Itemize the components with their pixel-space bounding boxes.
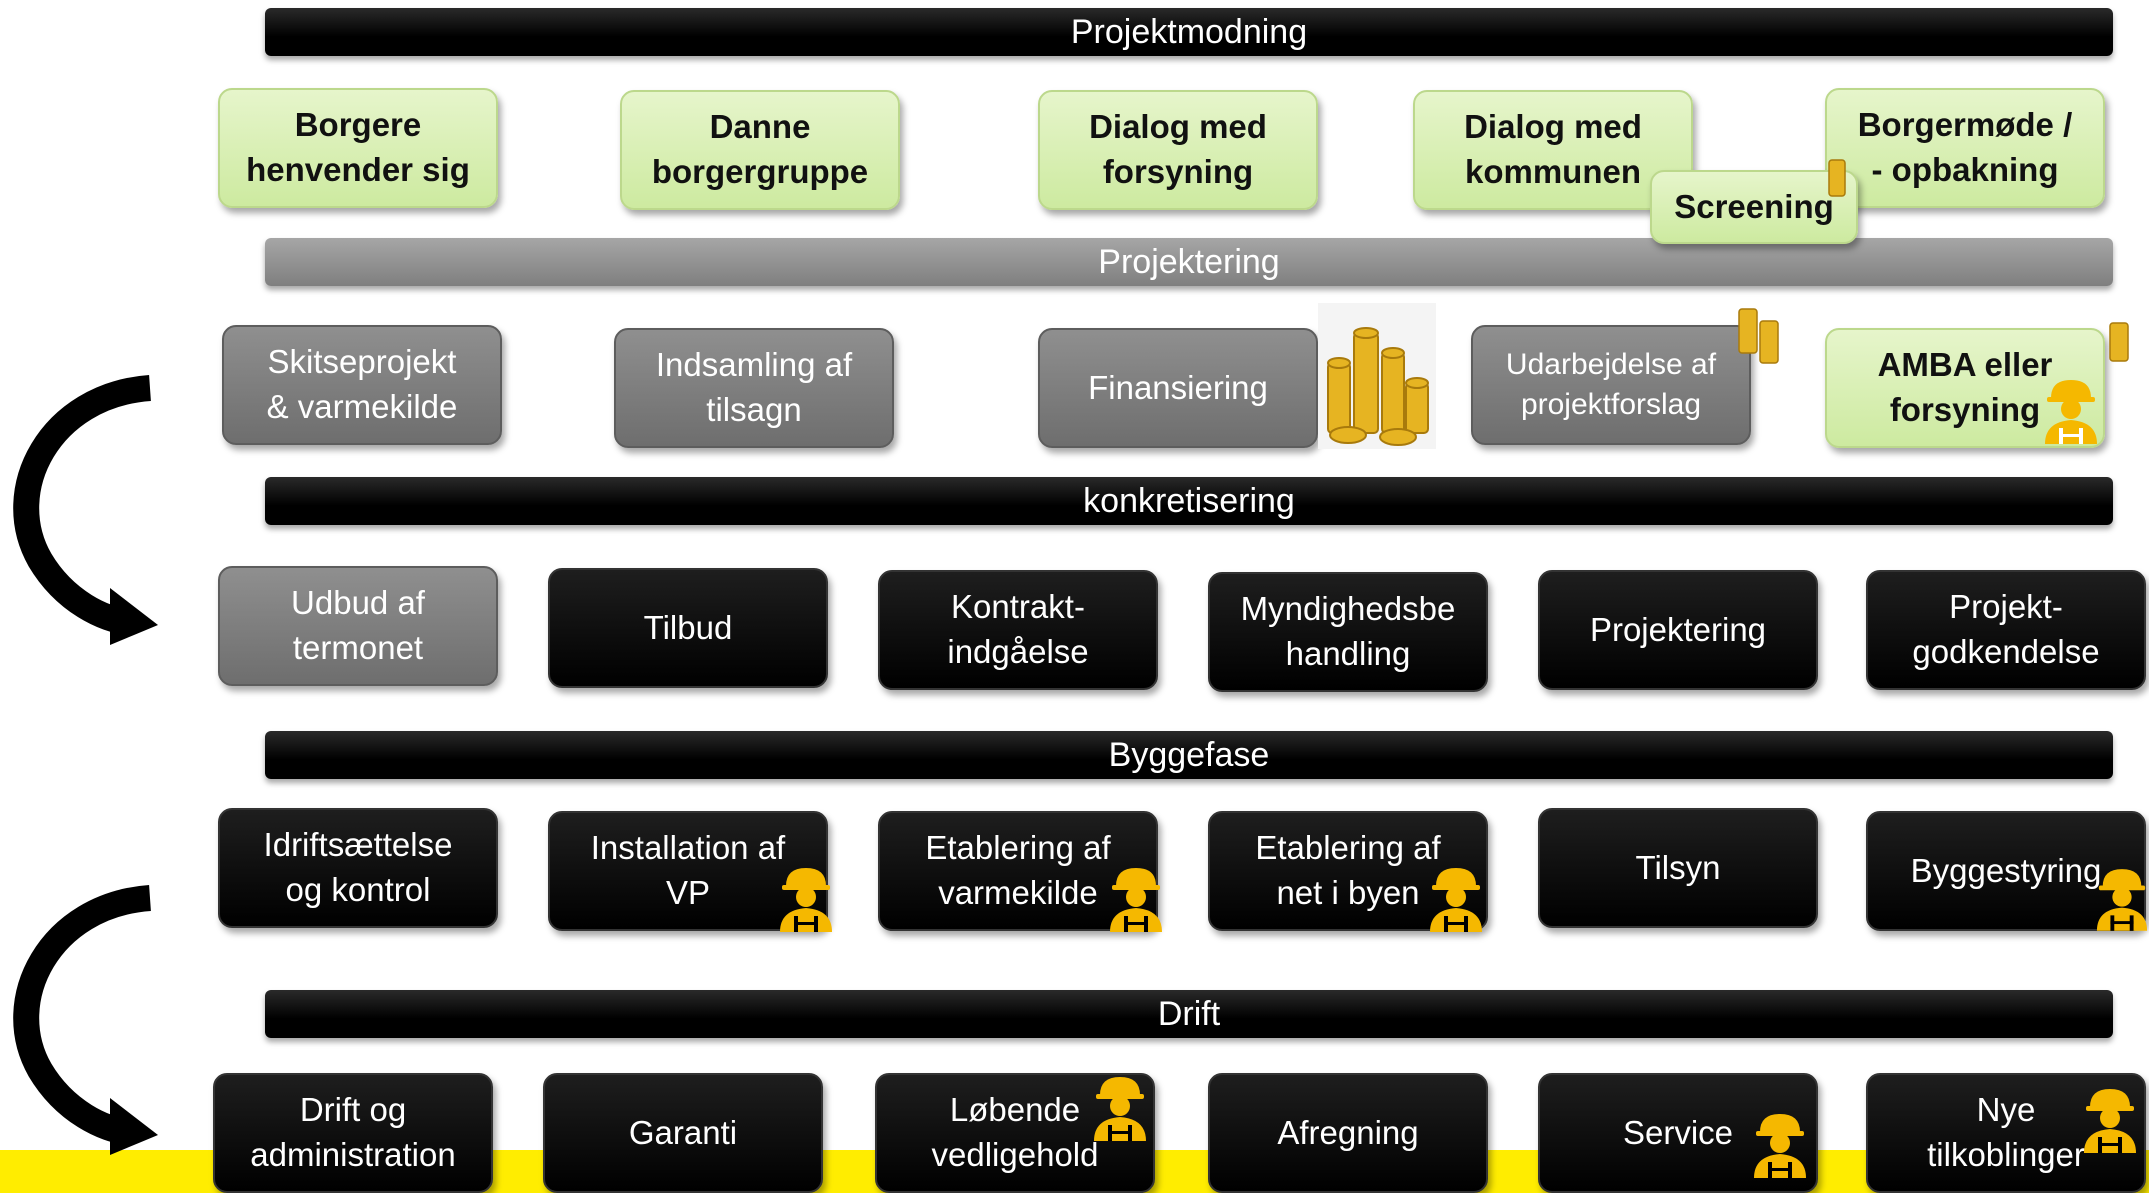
step-tilbud: Tilbud <box>548 568 828 688</box>
construction-worker-icon <box>1110 868 1162 932</box>
step-etablering-af-varmekilde: Etablering af varmekilde <box>878 811 1158 931</box>
phase-bar-konkretisering: konkretisering <box>265 477 2113 525</box>
step-kontrakt-indgaaelse: Kontrakt- indgåelse <box>878 570 1158 690</box>
gold-coins-icon <box>1738 308 1779 364</box>
step-borgermoede-opbakning: Borgermøde / - opbakning <box>1825 88 2105 208</box>
step-screening: Screening <box>1650 170 1858 244</box>
step-skitseprojekt-varmekilde: Skitseprojekt & varmekilde <box>222 325 502 445</box>
step-finansiering: Finansiering <box>1038 328 1318 448</box>
step-borgere-henvender-sig: Borgere henvender sig <box>218 88 498 208</box>
step-danne-borgergruppe: Danne borgergruppe <box>620 90 900 210</box>
step-drift-og-administration: Drift og administration <box>213 1073 493 1193</box>
construction-worker-icon <box>1094 1077 1146 1141</box>
step-udbud-af-termonet: Udbud af termonet <box>218 566 498 686</box>
phase-bar-projektering: Projektering <box>265 238 2113 286</box>
step-indsamling-af-tilsagn: Indsamling af tilsagn <box>614 328 894 448</box>
step-idriftsaettelse-og-kontrol: Idriftsættelse og kontrol <box>218 808 498 928</box>
gold-coins-icon <box>1828 159 1846 197</box>
step-tilsyn: Tilsyn <box>1538 808 1818 928</box>
curved-arrow-icon <box>13 375 158 645</box>
step-garanti: Garanti <box>543 1073 823 1193</box>
step-dialog-med-kommunen: Dialog med kommunen <box>1413 90 1693 210</box>
step-myndighedsbehandling: Myndighedsbe handling <box>1208 572 1488 692</box>
step-byggestyring: Byggestyring <box>1866 811 2146 931</box>
construction-worker-icon <box>2084 1089 2136 1153</box>
step-installation-af-vp: Installation af VP <box>548 811 828 931</box>
construction-worker-icon <box>1430 868 1482 932</box>
step-projektering: Projektering <box>1538 570 1818 690</box>
gold-coins-icon <box>1318 303 1436 449</box>
step-projekt-godkendelse: Projekt- godkendelse <box>1866 570 2146 690</box>
construction-worker-icon <box>1754 1114 1806 1178</box>
construction-worker-icon <box>780 868 832 932</box>
gold-coins-icon <box>2109 322 2129 362</box>
step-afregning: Afregning <box>1208 1073 1488 1193</box>
step-udarbejdelse-af-projektforslag: Udarbejdelse af projektforslag <box>1471 325 1751 445</box>
phase-bar-drift: Drift <box>265 990 2113 1038</box>
phase-bar-projektmodning: Projektmodning <box>265 8 2113 56</box>
construction-worker-icon <box>2096 869 2148 931</box>
construction-worker-icon <box>2045 380 2097 444</box>
phase-bar-byggefase: Byggefase <box>265 731 2113 779</box>
step-etablering-af-net-i-byen: Etablering af net i byen <box>1208 811 1488 931</box>
curved-arrow-icon <box>13 885 158 1155</box>
step-dialog-med-forsyning: Dialog med forsyning <box>1038 90 1318 210</box>
